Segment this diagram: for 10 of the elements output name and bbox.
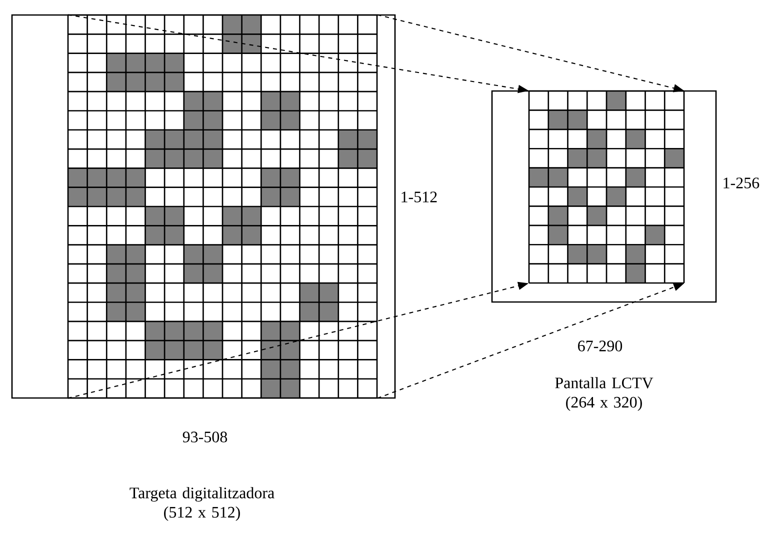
frame-box bbox=[491, 90, 717, 303]
dimension-label: 1-256 bbox=[724, 178, 760, 188]
frame-box bbox=[11, 14, 396, 399]
caption: Pantalla LCTV (264 x 320) bbox=[555, 377, 654, 411]
dimension-label: 1-512 bbox=[402, 192, 437, 202]
pixel-grid-drawing bbox=[528, 90, 685, 284]
caption: Targeta digitalitzadora (512 x 512) bbox=[130, 487, 274, 521]
pixel-grid-drawing bbox=[67, 14, 378, 399]
dimension-label: 93-508 bbox=[182, 432, 228, 442]
dimension-label: 67-290 bbox=[578, 340, 622, 352]
